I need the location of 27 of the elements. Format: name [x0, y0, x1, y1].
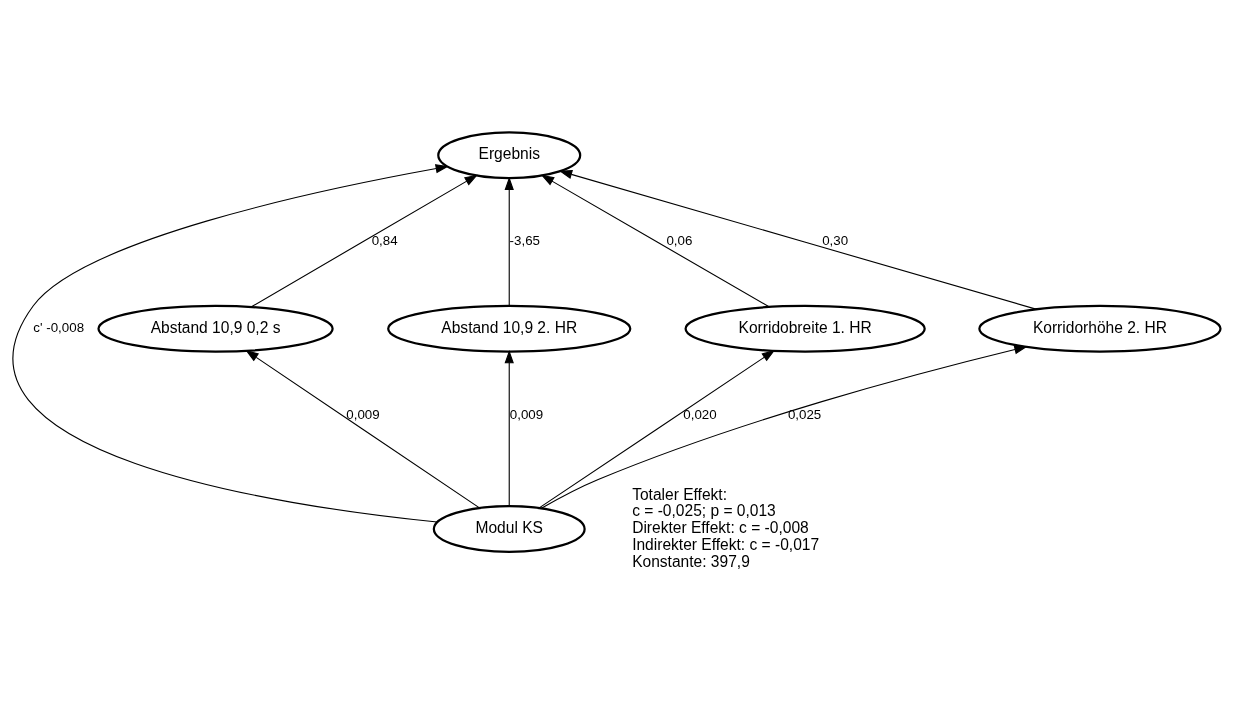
arrow: [540, 345, 1028, 509]
edge-label: 0,009: [346, 407, 380, 423]
node-ellipse: Abstand 10,9 0,2 s: [97, 304, 334, 353]
node-ellipse: Modul KS: [432, 505, 586, 553]
edge-label: 0,30: [822, 233, 849, 249]
label: c = -0,025; p = 0,013: [632, 502, 776, 520]
arrow: [245, 350, 481, 509]
arrow: [250, 174, 478, 308]
edge-label: 0,009: [509, 407, 544, 423]
label: Direkter Effekt: c = -0,008: [632, 519, 809, 537]
label: Totaler Effekt:: [632, 485, 728, 503]
arrow: [504, 349, 514, 507]
node-ellipse: Korridobreite 1. HR: [684, 304, 926, 353]
label: Indirekter Effekt: c = -0,017: [632, 535, 820, 553]
arrow: [558, 170, 1038, 310]
arrow: [13, 164, 449, 523]
arrow: [540, 174, 770, 308]
label: Konstante: 397,9: [632, 552, 750, 570]
edge-label: -3,65: [509, 233, 540, 249]
edge-label: 0,020: [683, 407, 717, 423]
arrow: [538, 350, 776, 509]
edge-label: 0,84: [371, 233, 398, 249]
node-ellipse: Abstand 10,9 2. HR: [387, 304, 632, 353]
edge-label: c' -0,008: [33, 320, 85, 336]
edge-label: 0,06: [666, 233, 693, 249]
edge-label: 0,025: [787, 407, 822, 423]
arrow: [504, 176, 514, 307]
